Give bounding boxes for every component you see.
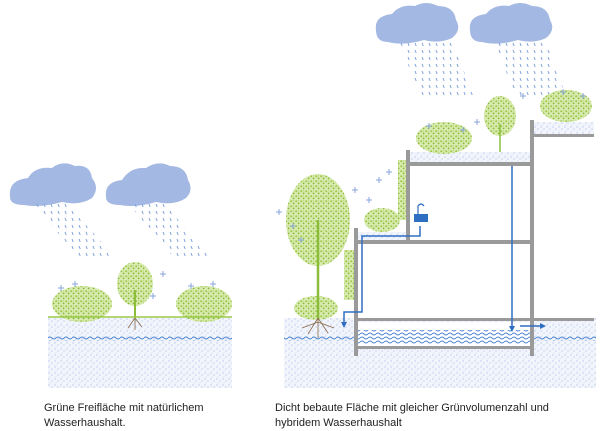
tree-icon (117, 262, 153, 330)
caption-line: Grüne Freifläche mit natürlichem (44, 402, 204, 414)
cistern-water (358, 330, 530, 344)
tree-icon (484, 96, 516, 152)
rain-icon (398, 42, 474, 96)
tree-icon (286, 174, 350, 338)
shrub-icon (540, 90, 592, 122)
shrub-icon (294, 296, 338, 320)
green-roof-substrate (410, 152, 530, 162)
evaporation-markers (276, 89, 586, 243)
caption-line: Wasserhaushalt. (44, 417, 126, 429)
facade-greening (344, 250, 354, 300)
drain-pipe (343, 166, 540, 328)
groundwater-level (48, 336, 232, 341)
groundwater-level (284, 336, 354, 341)
facade-greening (398, 160, 406, 220)
evaporation-markers (58, 271, 216, 299)
rain-icon (128, 203, 210, 258)
cloud-icon (375, 3, 459, 44)
cloud-icon (9, 163, 96, 206)
green-roof-substrate (534, 122, 594, 134)
caption-line: hybridem Wasserhaushalt (275, 417, 402, 429)
building (354, 120, 594, 356)
shrub-icon (52, 286, 112, 322)
groundwater-level (534, 336, 596, 341)
cloud-icon (105, 163, 191, 206)
sink-icon (414, 203, 428, 222)
caption-line: Dicht bebaute Fläche mit gleicher Grünvo… (275, 402, 549, 414)
panel-natural (9, 163, 232, 388)
shrub-icon (176, 286, 232, 322)
caption-natural: Grüne Freifläche mit natürlichem Wasserh… (44, 401, 264, 431)
shrub-icon (364, 208, 400, 232)
arrow-icon (341, 322, 546, 332)
soil (48, 318, 232, 388)
shrub-icon (416, 122, 472, 154)
rain-icon (32, 203, 116, 258)
caption-dense: Dicht bebaute Fläche mit gleicher Grünvo… (275, 401, 575, 431)
panel-dense (276, 3, 596, 388)
rain-icon (494, 42, 566, 96)
cloud-icon (469, 3, 553, 44)
